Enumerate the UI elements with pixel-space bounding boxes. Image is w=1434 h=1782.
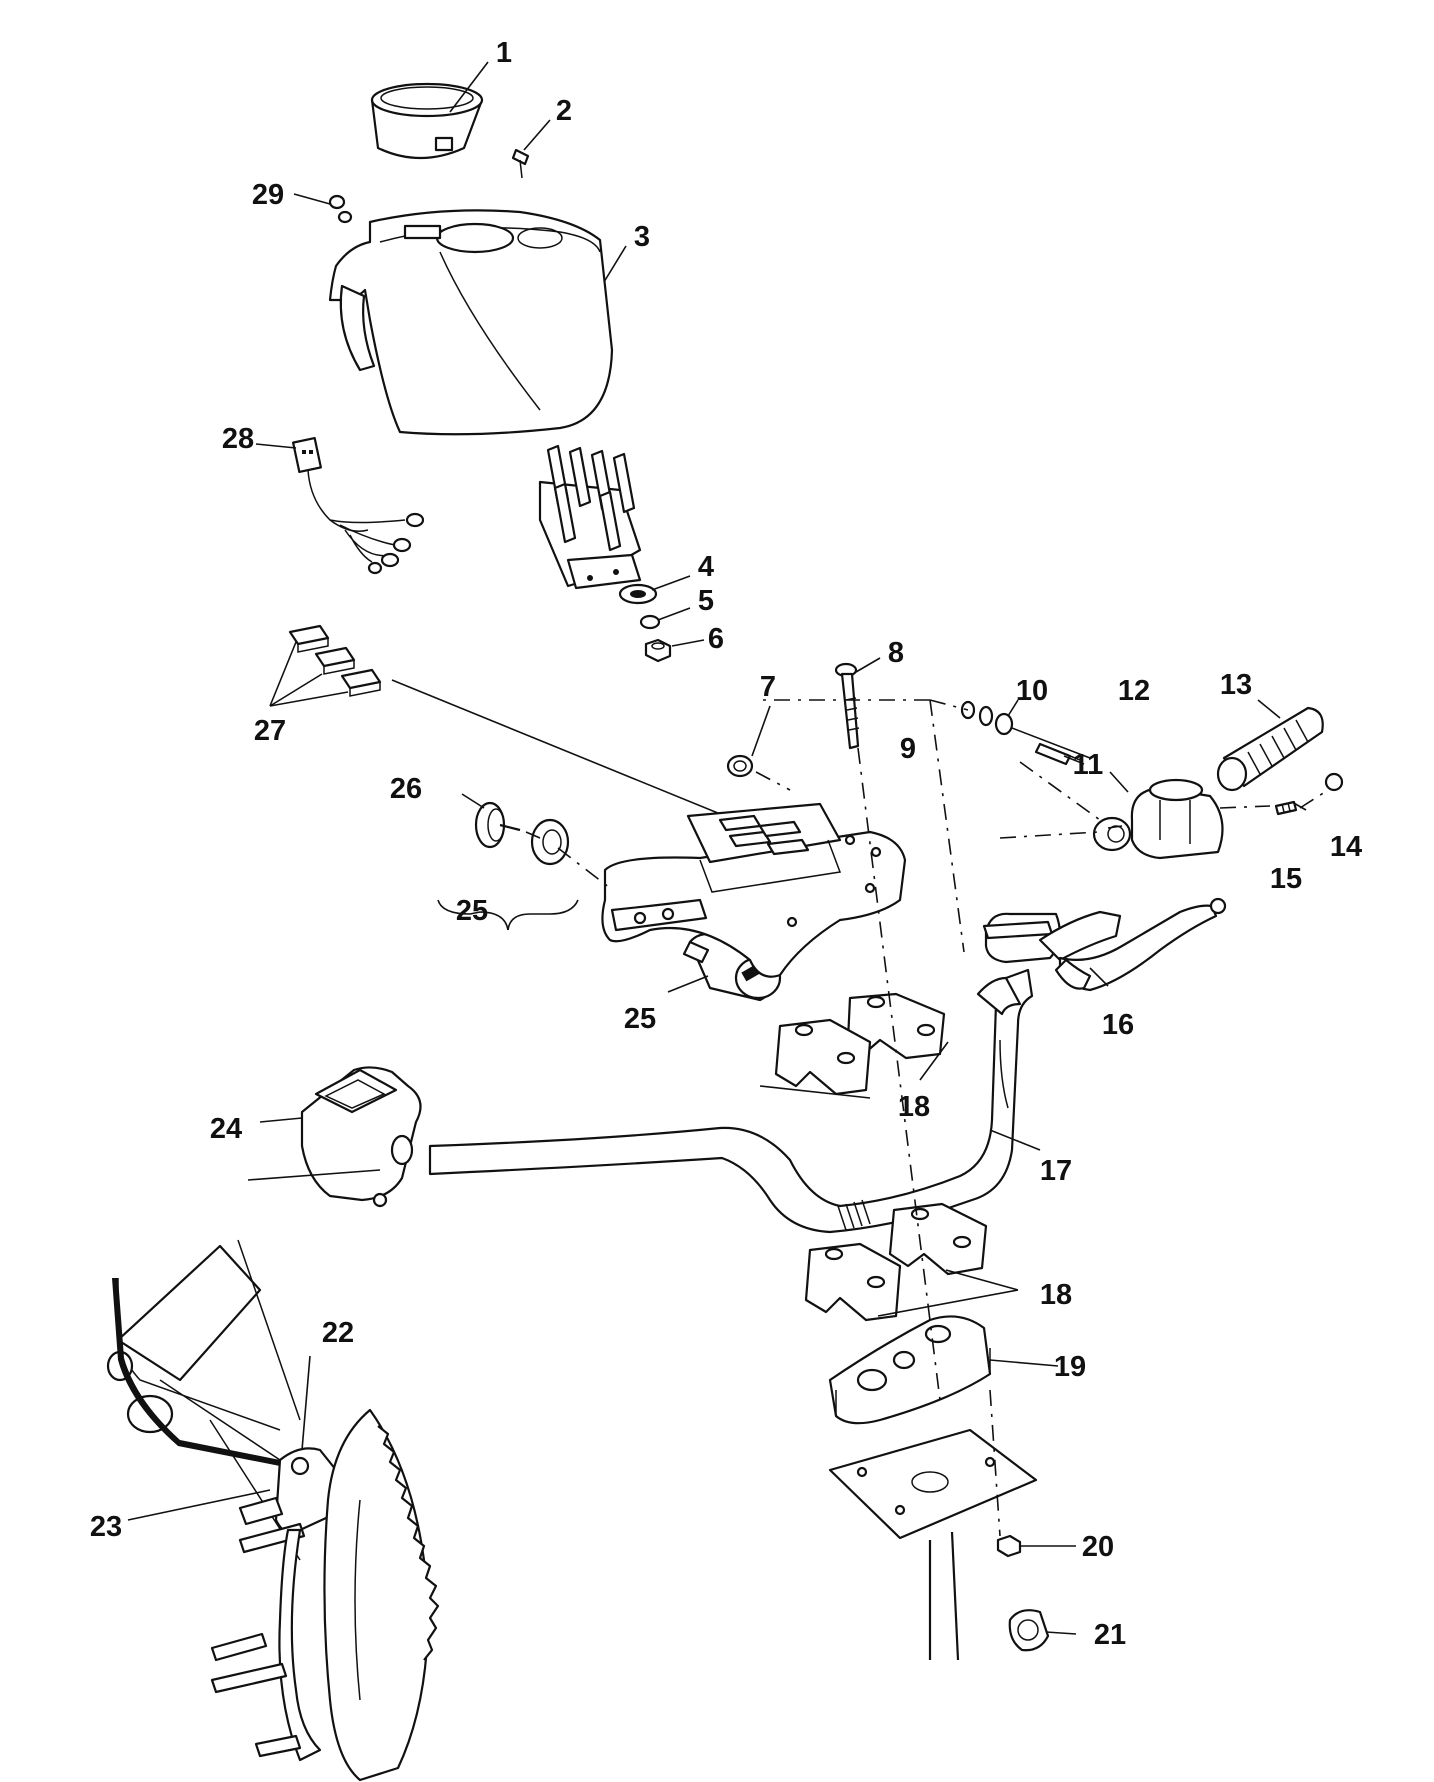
callout-18-upper: 18 — [898, 1091, 930, 1123]
leader-lines — [127, 61, 1307, 1635]
part-11-throttle-cam — [1092, 816, 1132, 852]
part-27-switch-buttons — [288, 624, 382, 697]
part-15-set-screw — [1274, 800, 1298, 816]
callout-25-upper: 25 — [456, 895, 488, 927]
callout-26: 26 — [390, 773, 422, 805]
callout-2: 2 — [556, 95, 572, 127]
callout-7: 7 — [760, 671, 776, 703]
part-29-grommet — [328, 194, 353, 224]
part-2-screw — [511, 148, 530, 179]
callout-labels: 1 2 3 4 5 6 7 8 9 10 11 12 13 14 15 16 1… — [90, 37, 1362, 1651]
callout-18-lower: 18 — [1040, 1279, 1072, 1311]
callout-10: 10 — [1016, 675, 1048, 707]
part-mounting-plate — [828, 1428, 1038, 1661]
part-9-switch-housing — [601, 802, 907, 978]
callout-13: 13 — [1220, 669, 1252, 701]
callout-12: 12 — [1118, 675, 1150, 707]
part-6-nut — [644, 638, 672, 663]
part-12-throttle-housing — [1130, 778, 1224, 860]
callout-20: 20 — [1082, 1531, 1114, 1563]
part-10-cable-fitting — [960, 700, 1091, 766]
part-14-end-cap — [1324, 772, 1344, 792]
callout-19: 19 — [1054, 1351, 1086, 1383]
part-4-washer — [618, 583, 658, 605]
callout-16: 16 — [1102, 1009, 1134, 1041]
part-16-brake-lever — [982, 897, 1227, 992]
part-18-lower-clamps — [804, 1202, 988, 1322]
part-24-left-switch-housing — [300, 1066, 422, 1208]
callout-29: 29 — [252, 179, 284, 211]
alignment-lines — [525, 699, 1329, 1537]
callout-15: 15 — [1270, 863, 1302, 895]
callout-14: 14 — [1330, 831, 1362, 863]
part-gauge-bracket — [538, 444, 642, 590]
part-20-nut — [996, 1534, 1022, 1558]
part-5-lock-washer — [639, 614, 661, 630]
callout-24: 24 — [210, 1113, 242, 1145]
callout-23: 23 — [90, 1511, 122, 1543]
part-17-handlebar — [428, 968, 1034, 1234]
part-26-switch — [474, 801, 521, 849]
callout-22: 22 — [322, 1317, 354, 1349]
part-19-riser-block — [828, 1315, 992, 1425]
leader-27-to-9 — [391, 679, 736, 821]
callout-1: 1 — [496, 37, 512, 69]
part-25-nut — [530, 818, 570, 866]
part-21-cable-clamp — [1008, 1609, 1050, 1652]
callout-3: 3 — [634, 221, 650, 253]
callout-4: 4 — [698, 551, 714, 583]
callout-21: 21 — [1094, 1619, 1126, 1651]
callout-8: 8 — [888, 637, 904, 669]
callout-11: 11 — [1073, 749, 1104, 781]
part-13-grip — [1216, 706, 1324, 792]
part-18-upper-clamps — [774, 992, 946, 1096]
callout-5: 5 — [698, 585, 714, 617]
part-8-bolt — [834, 662, 860, 750]
callout-9: 9 — [900, 733, 916, 765]
part-28-wire-harness — [292, 436, 425, 575]
part-7-grommet — [726, 754, 754, 778]
part-brake-disc — [323, 1408, 440, 1782]
part-1-gauge-cup — [370, 82, 484, 160]
part-brake-caliper-assembly — [106, 1239, 339, 1762]
callout-17: 17 — [1040, 1155, 1072, 1187]
part-3-handlebar-cover — [328, 209, 614, 436]
callout-27: 27 — [254, 715, 286, 747]
callout-28: 28 — [222, 423, 254, 455]
callout-25-lower: 25 — [624, 1003, 656, 1035]
callout-6: 6 — [708, 623, 724, 655]
